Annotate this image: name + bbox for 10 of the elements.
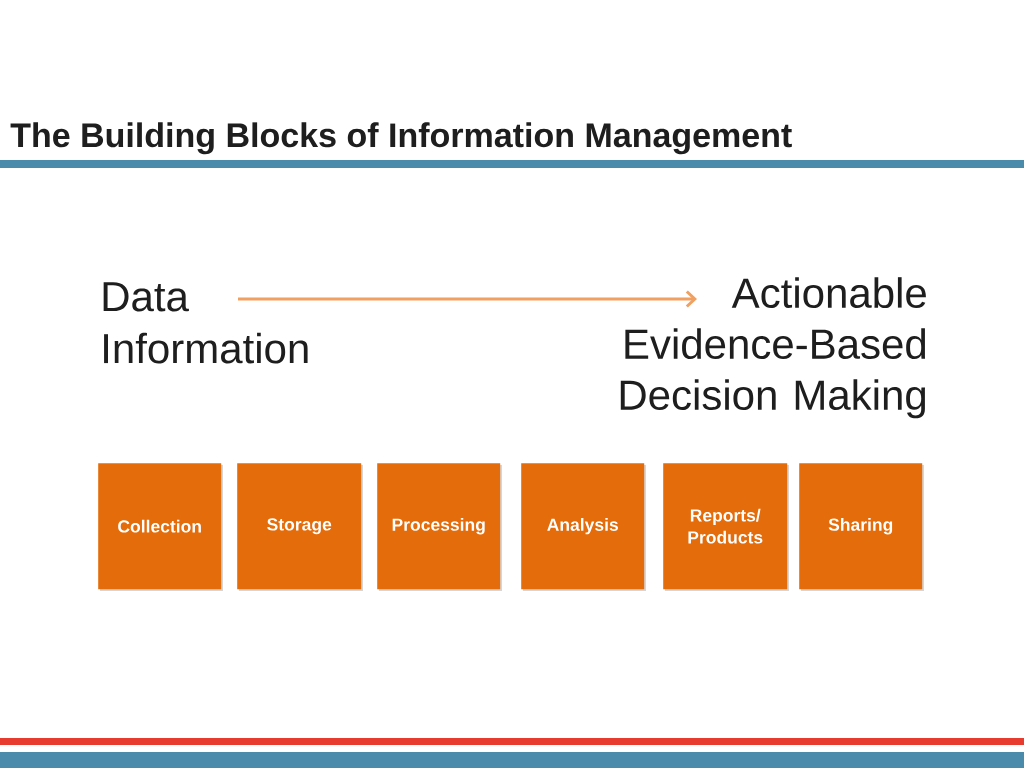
process-box: Storage <box>237 463 363 591</box>
process-box: Processing <box>377 463 502 591</box>
slide-title: The Building Blocks of Information Management <box>10 122 792 155</box>
text-label: Actionable Evidence-Based Decision Making <box>620 277 926 419</box>
process-box: Analysis <box>521 463 646 591</box>
text-label: Data Information <box>103 282 308 364</box>
process-box: Reports/ Products <box>663 463 789 591</box>
process-box: Collection <box>98 463 223 591</box>
process-box: Sharing <box>799 463 924 591</box>
arrow <box>238 290 697 308</box>
